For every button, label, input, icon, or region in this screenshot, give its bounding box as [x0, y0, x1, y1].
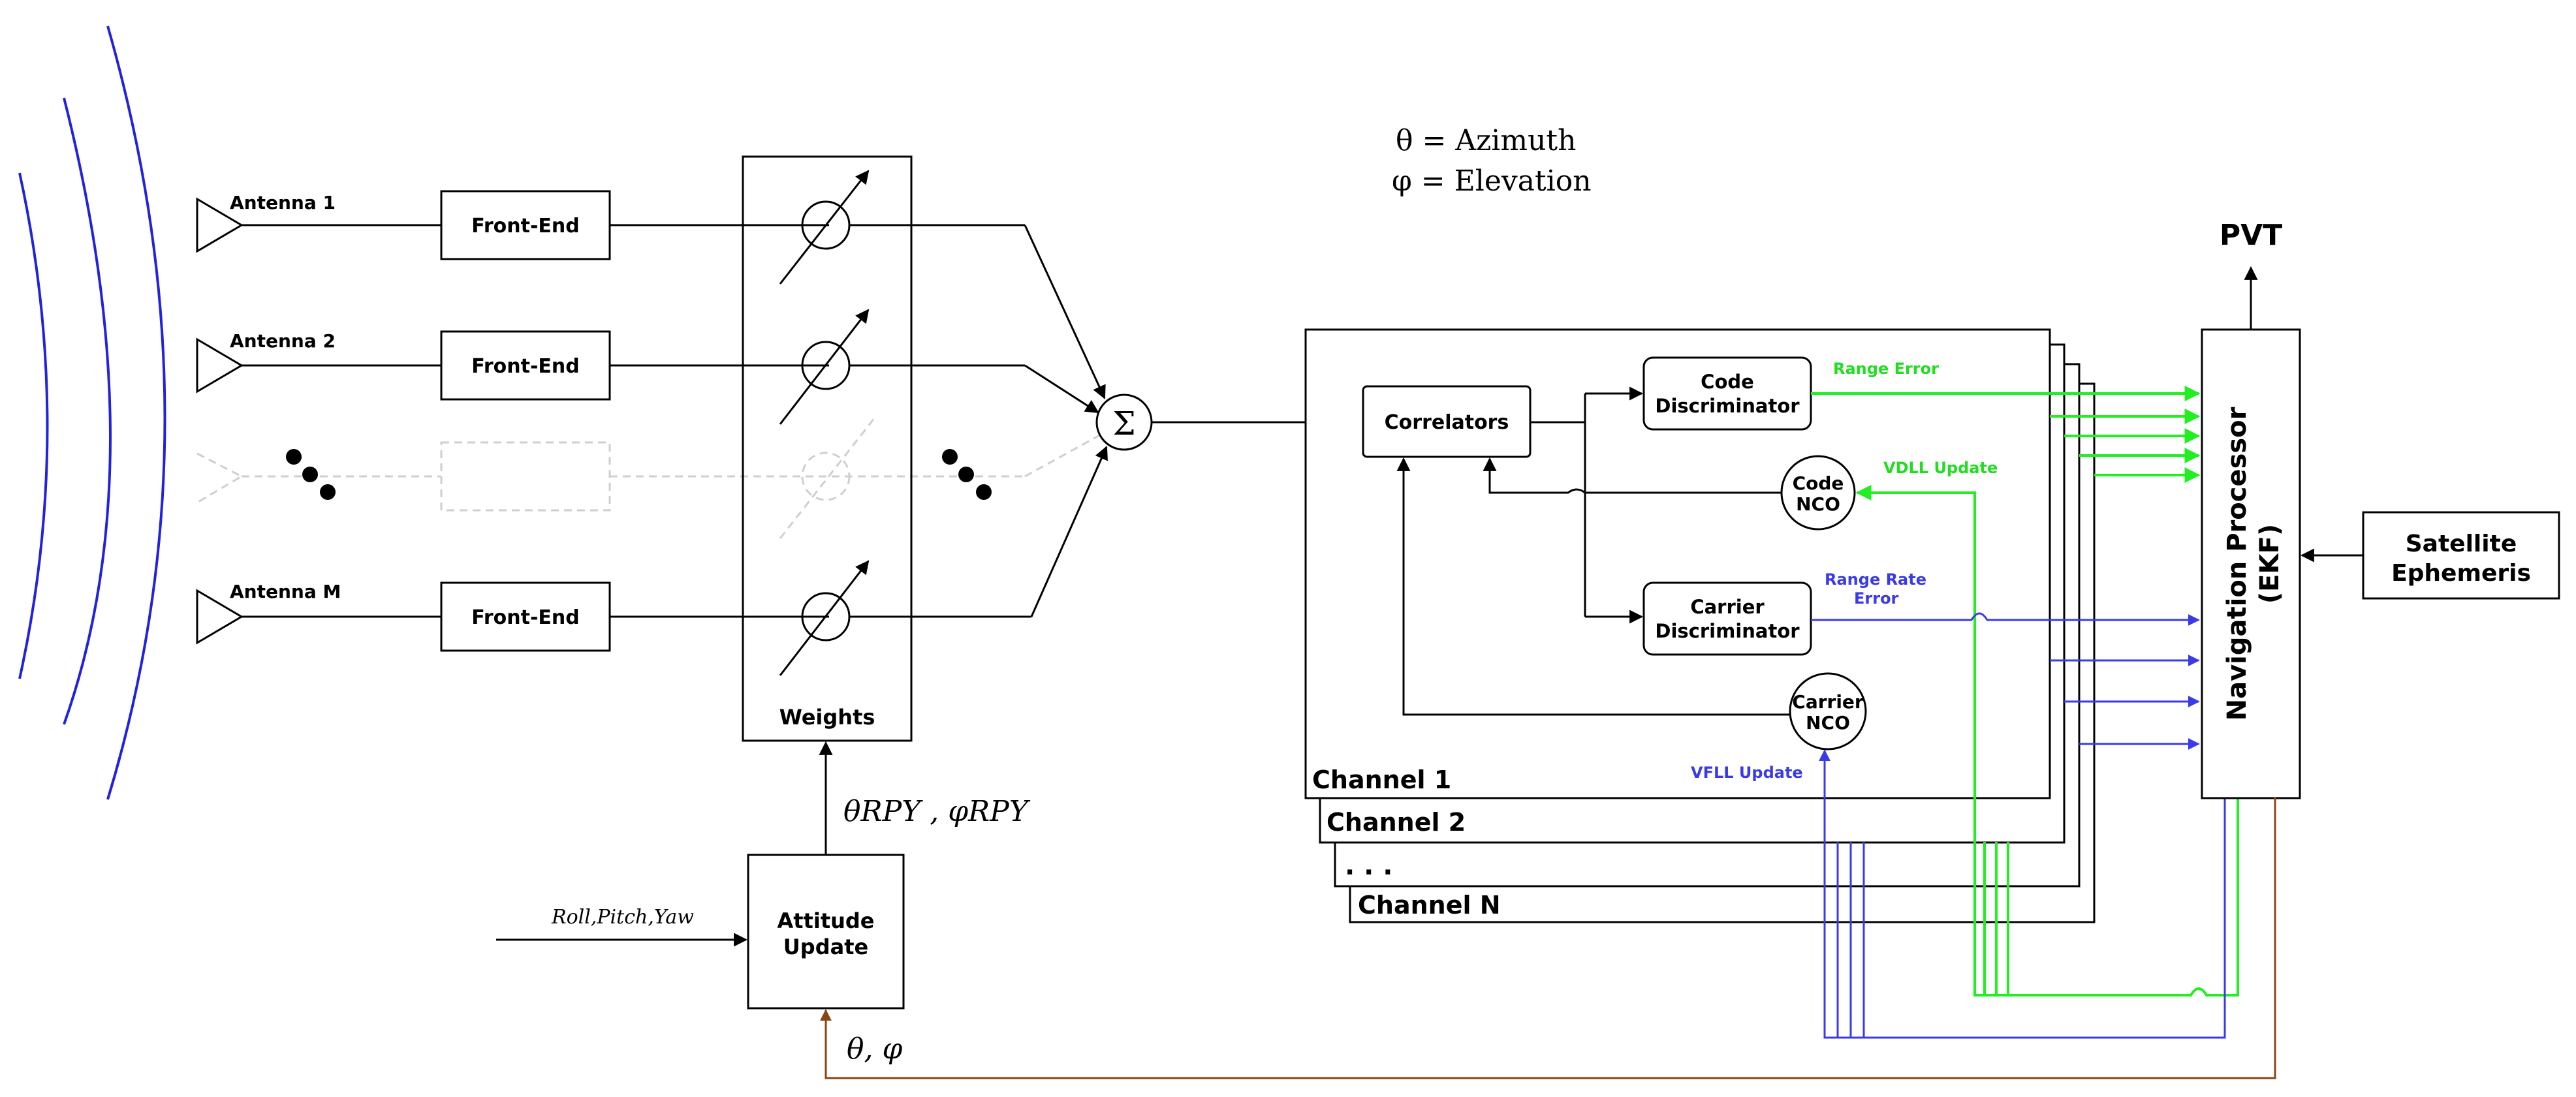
antenna-1-row: Antenna 1 Front-End	[196, 170, 1106, 399]
ellipsis-dot	[286, 449, 302, 465]
carrier-disc-line2: Discriminator	[1655, 620, 1800, 642]
antenna-1-icon	[196, 197, 243, 253]
vdll-update-label: VDLL Update	[1883, 459, 1998, 477]
code-nco-line1: Code	[1793, 472, 1844, 494]
front-end-2	[440, 330, 611, 401]
ephemeris-line2: Ephemeris	[2391, 560, 2531, 587]
roll-pitch-yaw-label: Roll,Pitch,Yaw	[551, 906, 694, 929]
ellipsis-dot	[302, 467, 318, 482]
carrier-nco-line2: NCO	[1806, 712, 1850, 734]
carrier-nco-line1: Carrier	[1792, 691, 1864, 713]
ellipsis-dot	[976, 484, 992, 500]
range-rate-line2: Error	[1854, 589, 1899, 608]
antenna-2-icon	[196, 337, 243, 394]
weights-label: Weights	[779, 705, 875, 730]
attitude-feedback-line	[820, 797, 2276, 1079]
antenna-1-label: Antenna 1	[230, 192, 336, 213]
pvt-label: PVT	[2220, 219, 2282, 252]
code-disc-line1: Code	[1701, 371, 1754, 393]
ellipsis-dot	[320, 484, 336, 500]
ellipsis-dot	[942, 449, 958, 465]
legend-azimuth: θ = Azimuth	[1396, 124, 1576, 157]
channel-1-internals: Correlators Code Discriminator Code NCO …	[1362, 356, 1867, 750]
correlators-label: Correlators	[1385, 411, 1509, 434]
navigation-processor-block	[2201, 328, 2301, 799]
theta-phi-rpy-label: θRPY , φRPY	[843, 795, 1031, 828]
antenna-m-label: Antenna M	[230, 581, 341, 602]
front-end-1-label: Front-End	[471, 215, 579, 238]
code-nco-line2: NCO	[1796, 493, 1840, 515]
ellipsis-dot	[958, 467, 974, 482]
range-rate-line1: Range Rate	[1825, 570, 1926, 589]
attitude-update-block	[747, 854, 905, 1010]
nav-line1: Navigation Processor	[2222, 407, 2252, 720]
satellite-ephemeris-block	[2362, 511, 2560, 600]
antenna-m-icon	[196, 589, 243, 645]
code-disc-line2: Discriminator	[1655, 395, 1800, 417]
vdll-lines: Range Error VDLL Update	[1811, 360, 2239, 997]
antenna-m-row: Antenna M Front-End	[196, 446, 1108, 676]
elided-antenna-row	[196, 417, 1103, 539]
channel-1-label: Channel 1	[1312, 765, 1451, 794]
front-end-2-label: Front-End	[471, 355, 579, 378]
antenna-2-label: Antenna 2	[230, 330, 336, 352]
nav-line2: (EKF)	[2255, 524, 2285, 604]
range-error-label: Range Error	[1833, 360, 1939, 378]
channel-n-label: Channel N	[1358, 891, 1501, 919]
vfll-lines: Range Rate Error VFLL Update	[1691, 570, 2226, 1039]
front-end-m-label: Front-End	[471, 606, 579, 629]
code-discriminator-block	[1642, 356, 1812, 431]
channel-ellipsis-label: . . .	[1345, 851, 1392, 881]
carrier-nco	[1789, 672, 1867, 750]
attitude-line2: Update	[783, 935, 868, 959]
channel-2-label: Channel 2	[1327, 808, 1466, 837]
front-end-m	[440, 581, 611, 652]
theta-phi-feedback-label: θ, φ	[847, 1032, 902, 1066]
sum-symbol: Σ	[1112, 405, 1135, 442]
front-end-1	[440, 190, 611, 260]
wavefront-arcs	[18, 25, 166, 800]
vfll-update-label: VFLL Update	[1691, 764, 1803, 782]
carrier-discriminator-block	[1642, 581, 1812, 656]
attitude-line1: Attitude	[777, 908, 874, 933]
legend-elevation: φ = Elevation	[1392, 164, 1592, 198]
carrier-disc-line1: Carrier	[1690, 596, 1765, 618]
legend: θ = Azimuth φ = Elevation	[1392, 124, 1592, 198]
weights-block	[742, 155, 913, 742]
antenna-2-row: Antenna 2 Front-End	[196, 309, 1099, 425]
ephemeris-line1: Satellite	[2406, 531, 2517, 557]
